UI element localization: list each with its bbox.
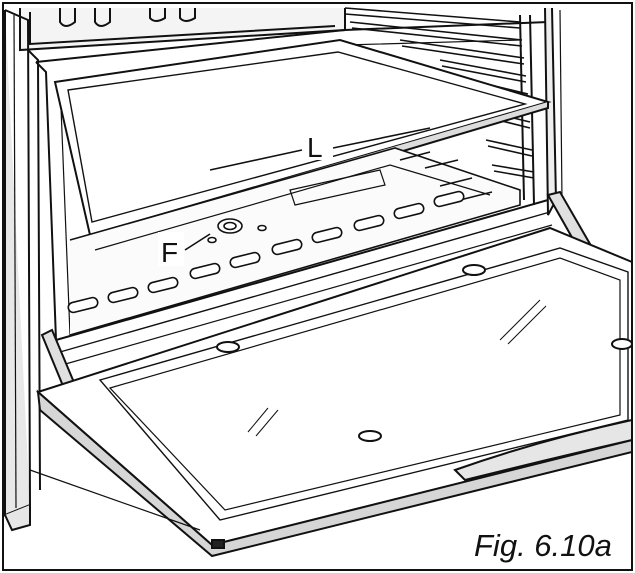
control-panel (19, 8, 346, 52)
label-F-backdrop (158, 232, 184, 266)
oven-right-wall (544, 7, 563, 216)
oven-lower-body (4, 469, 201, 532)
leader-line-L (209, 149, 303, 171)
leader-line-F (184, 233, 211, 251)
oven-door (36, 226, 633, 558)
label-F: F (161, 237, 178, 268)
label-L-backdrop (303, 128, 333, 160)
leader-line-L-right (332, 127, 431, 149)
glass-reflections (247, 299, 547, 437)
cavity-floor (55, 199, 553, 366)
figure-caption: Fig. 6.10a (474, 528, 612, 563)
vent-slots (67, 190, 465, 314)
label-L: L (307, 132, 323, 163)
